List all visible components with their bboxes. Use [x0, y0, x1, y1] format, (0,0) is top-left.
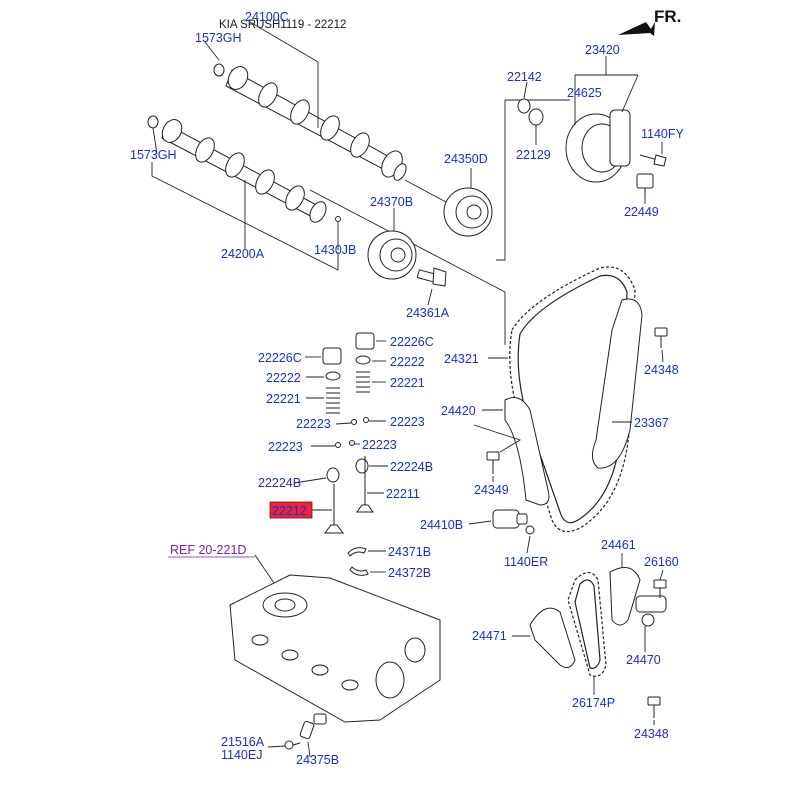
part-label-22449[interactable]: 22449 [624, 205, 659, 219]
part-label-1140er[interactable]: 1140ER [504, 555, 548, 569]
seal-22142 [517, 98, 531, 114]
bolt-24348-lower [647, 696, 661, 718]
bearing-24372b [349, 566, 369, 576]
part-label-22224b-left[interactable]: 22224B [258, 476, 301, 490]
part-label-22212[interactable]: 22212 [272, 504, 307, 518]
bolt-1140ej [284, 740, 301, 750]
chain-guide-24471[interactable] [529, 607, 576, 669]
stem-seal-22224b-right [355, 458, 369, 474]
pin-1430jb [335, 216, 341, 222]
front-direction-label: FR. [654, 7, 681, 26]
part-label-24420[interactable]: 24420 [441, 404, 476, 418]
exhaust-valve-22211[interactable] [356, 456, 374, 513]
part-label-22221-right[interactable]: 22221 [390, 376, 425, 390]
part-label-22129[interactable]: 22129 [516, 148, 551, 162]
part-label-22223-a[interactable]: 22223 [296, 417, 331, 431]
retainer-22222-left [325, 371, 341, 381]
part-label-24625[interactable]: 24625 [567, 86, 602, 100]
part-label-22226c-right[interactable]: 22226C [390, 335, 434, 349]
valve-keepers-22223 [335, 417, 369, 448]
part-label-24349[interactable]: 24349 [474, 483, 509, 497]
part-label-24348-lower[interactable]: 24348 [634, 727, 669, 741]
bolt-24348-upper [654, 327, 668, 348]
part-label-1140ej[interactable]: 1140EJ [221, 748, 262, 762]
spring-22221-left [326, 387, 340, 414]
plug-1573gh-lower [147, 115, 159, 129]
intake-camshaft[interactable] [158, 116, 329, 225]
tensioner-guide-24461[interactable] [609, 567, 641, 626]
part-label-24461[interactable]: 24461 [601, 538, 636, 552]
stem-seal-22224b-left [326, 467, 340, 483]
part-label-22221-left[interactable]: 22221 [266, 392, 301, 406]
sensor-24375b[interactable] [299, 713, 327, 740]
part-label-1573gh-lower[interactable]: 1573GH [130, 148, 177, 162]
part-label-24361a[interactable]: 24361A [406, 306, 450, 320]
intake-valve-22212[interactable] [324, 484, 344, 534]
part-label-22226c-left[interactable]: 22226C [258, 351, 302, 365]
tappet-22226c-right [355, 332, 375, 350]
part-label-1430jb[interactable]: 1430JB [314, 243, 356, 257]
part-label-24471[interactable]: 24471 [472, 629, 507, 643]
tappet-22226c-left [322, 347, 342, 365]
part-label-24372b[interactable]: 24372B [388, 566, 431, 580]
bolt-24349 [486, 451, 500, 474]
part-label-24470[interactable]: 24470 [626, 653, 661, 667]
part-label-22223-d[interactable]: 22223 [362, 438, 397, 452]
washer-22129 [528, 108, 544, 126]
part-label-22224b-right[interactable]: 22224B [390, 460, 433, 474]
bearing-24371b [347, 547, 367, 557]
spring-tensioner-24470[interactable] [635, 595, 667, 627]
part-label-22142[interactable]: 22142 [507, 70, 542, 84]
cylinder-head[interactable] [229, 574, 441, 723]
highlight-22212 [269, 501, 313, 519]
front-direction-arrow-icon [618, 22, 655, 36]
part-label-1573gh-upper[interactable]: 1573GH [195, 31, 242, 45]
part-label-23420[interactable]: 23420 [585, 43, 620, 57]
tensioner-arm-24420[interactable] [504, 397, 550, 506]
chain-guide-23367[interactable] [592, 298, 643, 469]
part-label-24200a[interactable]: 24200A [221, 247, 265, 261]
part-label-24375b[interactable]: 24375B [296, 753, 339, 767]
oil-pump-chain-26174p[interactable] [567, 571, 607, 677]
spring-22221-right [356, 371, 370, 393]
tensioner-24410b[interactable] [492, 509, 528, 529]
retainer-22222-right [355, 355, 371, 365]
part-label-24410b[interactable]: 24410B [420, 518, 463, 532]
part-label-21516a[interactable]: 21516A [221, 735, 265, 749]
plug-1573gh-upper [213, 63, 225, 77]
part-label-22223-c[interactable]: 22223 [268, 440, 303, 454]
part-label-24371b[interactable]: 24371B [388, 545, 431, 559]
part-label-1140fy[interactable]: 1140FY [641, 127, 685, 141]
part-label-22223-b[interactable]: 22223 [390, 415, 425, 429]
part-label-24370b[interactable]: 24370B [370, 195, 413, 209]
part-label-24350d[interactable]: 24350D [444, 152, 488, 166]
part-label-22222-left[interactable]: 22222 [266, 371, 301, 385]
exhaust-camshaft[interactable] [224, 63, 408, 182]
part-label-24348-upper[interactable]: 24348 [644, 363, 679, 377]
part-label-24321[interactable]: 24321 [444, 352, 479, 366]
part-label-24100c[interactable]: 24100C [245, 10, 289, 24]
reference-label[interactable]: REF 20-221D [170, 543, 246, 557]
part-label-22211[interactable]: 22211 [386, 487, 420, 501]
cvvt-intake-sprocket-24370b[interactable] [367, 230, 417, 280]
part-label-26174p[interactable]: 26174P [572, 696, 615, 710]
cvvt-exhaust-sprocket-24350d[interactable] [443, 187, 493, 237]
part-label-22222-right[interactable]: 22222 [390, 355, 425, 369]
part-label-26160[interactable]: 26160 [644, 555, 679, 569]
bolt-24361a [416, 267, 447, 287]
bolt-26160 [653, 579, 667, 598]
bolt-22449 [636, 173, 654, 198]
bolt-1140fy [639, 154, 667, 167]
part-label-23367[interactable]: 23367 [634, 416, 669, 430]
oil-control-valve-23420[interactable] [565, 109, 631, 183]
bolt-1140er [525, 525, 535, 535]
